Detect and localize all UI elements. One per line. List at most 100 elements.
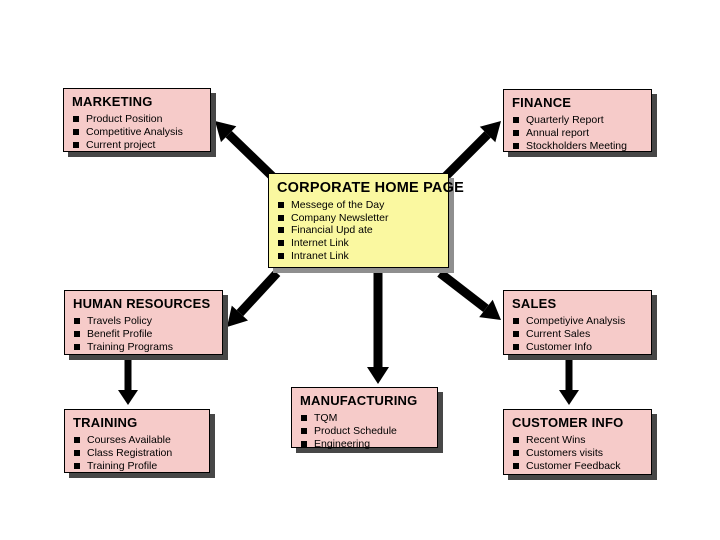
square-bullet-icon <box>513 142 519 149</box>
marketing-items: Product Position Competitive Analysis Cu… <box>64 112 210 151</box>
list-item: Customer Info <box>513 340 647 353</box>
item-label: Customers visits <box>526 446 604 459</box>
square-bullet-icon <box>513 317 519 324</box>
list-item: TQM <box>301 411 433 424</box>
square-bullet-icon <box>73 128 79 135</box>
arrow-center-to-finance-head-icon <box>479 121 501 143</box>
item-label: Travels Policy <box>87 314 152 327</box>
item-label: Annual report <box>526 126 590 139</box>
manufacturing-title: MANUFACTURING <box>300 393 418 408</box>
item-label: Stockholders Meeting <box>526 139 627 152</box>
training-title: TRAINING <box>73 415 138 430</box>
list-item: Courses Available <box>74 433 205 446</box>
manufacturing-box: MANUFACTURING TQM Product Schedule Engin… <box>291 387 438 450</box>
human-resources-title: HUMAN RESOURCES <box>73 296 211 311</box>
arrow-hr-to-training-head-icon <box>118 390 138 405</box>
arrow-center-to-sales-head-icon <box>479 299 501 320</box>
corporate-home-page-title: CORPORATE HOME PAGE <box>277 180 464 196</box>
item-label: Recent Wins <box>526 433 586 446</box>
item-label: Financial Upd ate <box>291 224 373 237</box>
list-item: Class Registration <box>74 446 205 459</box>
square-bullet-icon <box>74 317 80 324</box>
marketing-title: MARKETING <box>72 94 153 109</box>
square-bullet-icon <box>301 427 307 434</box>
item-label: Intranet Link <box>291 249 349 262</box>
list-item: Messege of the Day <box>278 199 444 212</box>
item-label: Competitive Analysis <box>86 125 183 138</box>
list-item: Travels Policy <box>74 314 218 327</box>
item-label: Company Newsletter <box>291 211 389 224</box>
list-item: Intranet Link <box>278 249 444 262</box>
arrow-center-to-marketing-shaft <box>225 130 278 182</box>
item-label: Product Position <box>86 112 163 125</box>
customer-info-items: Recent Wins Customers visits Customer Fe… <box>504 433 651 472</box>
finance-box: FINANCE Quarterly Report Annual report S… <box>503 89 652 152</box>
customer-info-box: CUSTOMER INFO Recent Wins Customers visi… <box>503 409 652 475</box>
customer-info-title: CUSTOMER INFO <box>512 415 624 430</box>
square-bullet-icon <box>74 436 80 443</box>
square-bullet-icon <box>278 240 284 247</box>
list-item: Financial Upd ate <box>278 224 444 237</box>
list-item: Company Newsletter <box>278 212 444 225</box>
corporate-home-page-box: CORPORATE HOME PAGE Messege of the Day C… <box>268 173 464 268</box>
square-bullet-icon <box>513 116 519 123</box>
item-label: Current project <box>86 138 156 151</box>
item-label: Class Registration <box>87 446 173 459</box>
arrow-center-to-manufacturing-head-icon <box>367 367 389 384</box>
arrow-center-to-human-resources-head-icon <box>227 305 248 327</box>
training-box: TRAINING Courses Available Class Registr… <box>64 409 210 473</box>
list-item: Annual report <box>513 126 647 139</box>
finance-title: FINANCE <box>512 95 572 110</box>
human-resources-box: HUMAN RESOURCES Travels Policy Benefit P… <box>64 290 223 355</box>
list-item: Current project <box>73 138 206 151</box>
list-item: Internet Link <box>278 237 444 250</box>
square-bullet-icon <box>513 129 519 136</box>
list-item: Quarterly Report <box>513 113 647 126</box>
list-item: Competitive Analysis <box>73 125 206 138</box>
square-bullet-icon <box>73 115 79 122</box>
square-bullet-icon <box>74 330 80 337</box>
list-item: Customer Feedback <box>513 459 647 472</box>
sales-box: SALES Competiyive Analysis Current Sales… <box>503 290 652 355</box>
list-item: Stockholders Meeting <box>513 139 647 152</box>
item-label: Current Sales <box>526 327 591 340</box>
item-label: Customer Info <box>526 340 592 353</box>
square-bullet-icon <box>513 330 519 337</box>
square-bullet-icon <box>513 449 519 456</box>
finance-items: Quarterly Report Annual report Stockhold… <box>504 113 651 152</box>
list-item: Product Schedule <box>301 424 433 437</box>
square-bullet-icon <box>278 252 284 259</box>
item-label: Training Profile <box>87 459 158 472</box>
item-label: Internet Link <box>291 237 349 250</box>
list-item: Customers visits <box>513 446 647 459</box>
item-label: Customer Feedback <box>526 459 621 472</box>
square-bullet-icon <box>74 462 80 469</box>
square-bullet-icon <box>301 414 307 421</box>
list-item: Engineering <box>301 437 433 450</box>
arrow-center-to-marketing-head-icon <box>215 121 237 143</box>
item-label: TQM <box>314 411 338 424</box>
marketing-box: MARKETING Product Position Competitive A… <box>63 88 211 152</box>
arrow-sales-to-customer-info-head-icon <box>559 390 579 405</box>
square-bullet-icon <box>278 227 284 234</box>
square-bullet-icon <box>513 343 519 350</box>
arrow-center-to-human-resources-shaft <box>236 269 281 317</box>
square-bullet-icon <box>513 462 519 469</box>
list-item: Current Sales <box>513 327 647 340</box>
square-bullet-icon <box>513 436 519 443</box>
square-bullet-icon <box>73 141 79 148</box>
list-item: Training Programs <box>74 340 218 353</box>
square-bullet-icon <box>278 202 284 209</box>
item-label: Courses Available <box>87 433 171 446</box>
corporate-home-page-items: Messege of the Day Company Newsletter Fi… <box>269 199 448 262</box>
item-label: Engineering <box>314 437 371 450</box>
human-resources-items: Travels Policy Benefit Profile Training … <box>65 314 222 353</box>
list-item: Product Position <box>73 112 206 125</box>
item-label: Benefit Profile <box>87 327 153 340</box>
square-bullet-icon <box>278 214 284 221</box>
training-items: Courses Available Class Registration Tra… <box>65 433 209 472</box>
sales-items: Competiyive Analysis Current Sales Custo… <box>504 314 651 353</box>
arrow-center-to-sales-shaft <box>437 269 489 312</box>
